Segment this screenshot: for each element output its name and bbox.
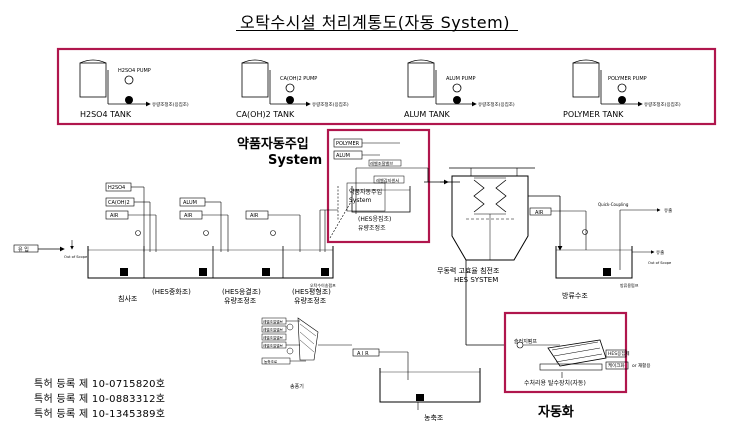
patent-1: 특허 등록 제 10-0715820호 bbox=[34, 379, 166, 390]
patent-2: 특허 등록 제 10-0883312호 bbox=[34, 394, 166, 405]
dewater-label: 수처리용 탈수장치(자동) bbox=[524, 379, 586, 387]
clarifier: 무동력 고효율 침전조 HES SYSTEM bbox=[437, 167, 563, 345]
transfer-pump-label: 오탁수이송펌프 bbox=[310, 282, 336, 288]
chemical-tanks-frame bbox=[56, 47, 717, 126]
tank-name-1: H2SO4 TANK bbox=[80, 110, 132, 119]
tank-name-2: CA(OH)2 TANK bbox=[236, 110, 295, 119]
dewatering-unit: 슬러지펌프 HES응집제 케이크화 or 재활용 수처리용 탈수장치(자동) bbox=[514, 338, 650, 387]
tank-group-polymer: POLYMER PUMP 유량조정조(응집조) POLYMER TANK bbox=[563, 59, 681, 119]
discharge-tank: AIR 방류수조 방류용펌프 Quick-Coupling 유출 유출 Out … bbox=[529, 202, 672, 300]
thickener-label: 농축조 bbox=[424, 413, 444, 422]
blower-label: 송풍기 bbox=[290, 383, 304, 390]
tank-3-label-b: 유량조정조 bbox=[224, 296, 257, 305]
dosing-heading-2: System bbox=[268, 153, 322, 168]
tank-3-label-a: (HES응결조) bbox=[222, 287, 261, 296]
dosing-frame bbox=[326, 128, 431, 244]
feed-alum: ALUM bbox=[183, 200, 197, 206]
tank-4-label-a: (HES평형조) bbox=[292, 287, 331, 296]
sludge-section: A I R 농축조 bbox=[352, 344, 506, 422]
discharge-label: 방류수조 bbox=[562, 291, 588, 300]
thickener-air: A I R bbox=[357, 351, 369, 357]
dosing-heading-1: 약품자동주입 bbox=[237, 136, 309, 152]
valve-box-4: 레벨조절밸브 bbox=[263, 343, 284, 348]
patent-list: 특허 등록 제 10-0715820호 특허 등록 제 10-0883312호 … bbox=[34, 377, 165, 422]
out-of-scope-1: Out of Scope bbox=[64, 255, 88, 259]
cake-label-1: 케이크화 bbox=[608, 362, 625, 369]
line-label-3: 유량조정조(응집조) bbox=[478, 101, 515, 108]
tank-name-4: POLYMER TANK bbox=[563, 110, 624, 119]
dosing-box-mid: 레벨감지센서 bbox=[376, 177, 399, 184]
pump-label-1: H2SO4 PUMP bbox=[118, 68, 151, 74]
automation-label: 자동화 bbox=[538, 404, 574, 420]
pump-label-2: CA(OH)2 PUMP bbox=[280, 76, 317, 82]
blower-schematic: 레벨조절밸브 레벨조절밸브 레벨조절밸브 레벨조절밸브 농축조로 송풍기 bbox=[261, 317, 352, 390]
page-title: 오탁수시설 처리계통도(자동 System) bbox=[240, 13, 510, 32]
dosing-system: POLYMER ALUM 레벨조절밸브 레벨감지센서 약품자동주입 System… bbox=[333, 138, 449, 232]
dosing-alum: ALUM bbox=[336, 153, 350, 159]
line-label-1: 유량조정조(응집조) bbox=[152, 101, 189, 108]
line-label-2: 유량조정조(응집조) bbox=[312, 101, 349, 108]
dosing-tank-label-1: (HES응집조) bbox=[358, 216, 391, 223]
pump-label-3: ALUM PUMP bbox=[446, 76, 476, 82]
outflow-label-1: 유출 bbox=[664, 207, 672, 214]
dosing-tank-label-2: 유량조정조 bbox=[358, 225, 386, 232]
feed-caoh2: CA(OH)2 bbox=[108, 200, 130, 206]
tank-name-3: ALUM TANK bbox=[404, 110, 451, 119]
to-thickener: 농축조로 bbox=[264, 359, 278, 364]
valve-box-3: 레벨조절밸브 bbox=[263, 335, 284, 340]
inflow-label: 유 입 bbox=[18, 246, 29, 253]
dosing-polymer: POLYMER bbox=[336, 141, 360, 147]
feed-air-2: AIR bbox=[184, 213, 193, 219]
discharge-air: AIR bbox=[535, 210, 544, 216]
tank-group-alum: ALUM PUMP 유량조정조(응집조) ALUM TANK bbox=[404, 59, 515, 119]
valve-box-1: 레벨조절밸브 bbox=[263, 319, 284, 324]
feed-air-1: AIR bbox=[110, 213, 119, 219]
out-of-scope-2: Out of Scope bbox=[648, 261, 672, 265]
clarifier-label-1: 무동력 고효율 침전조 bbox=[437, 266, 500, 275]
clarifier-label-2: HES SYSTEM bbox=[454, 276, 498, 284]
feed-h2so4: H2SO4 bbox=[108, 185, 125, 191]
hes-label: HES응집제 bbox=[608, 350, 630, 357]
feed-air-3: AIR bbox=[250, 213, 259, 219]
dosing-box-top: 레벨조절밸브 bbox=[370, 160, 393, 167]
dosing-inner-1: 약품자동주입 bbox=[349, 188, 382, 196]
main-process: 유 입 Out of Scope 침사조 (HES중화조) (HES응결조) 유… bbox=[13, 199, 353, 305]
cake-label-2: or 재활용 bbox=[632, 362, 650, 369]
pump-label-4: POLYMER PUMP bbox=[608, 76, 647, 82]
quick-coupling-label: Quick-Coupling bbox=[598, 202, 629, 207]
valve-box-2: 레벨조절밸브 bbox=[263, 327, 284, 332]
outflow-label-2: 유출 bbox=[656, 249, 664, 256]
tank-group-h2so4: H2SO4 PUMP 유량조정조(응집조) H2SO4 TANK bbox=[79, 59, 189, 119]
line-label-4: 유량조정조(응집조) bbox=[644, 101, 681, 108]
tank-4-label-b: 유량조정조 bbox=[294, 296, 327, 305]
tank-group-caoh2: CA(OH)2 PUMP 유량조정조(응집조) CA(OH)2 TANK bbox=[236, 59, 349, 119]
patent-3: 특허 등록 제 10-1345389호 bbox=[34, 409, 166, 420]
tank-1-label: 침사조 bbox=[118, 294, 138, 303]
sludge-pump-label: 슬러지펌프 bbox=[514, 338, 537, 345]
discharge-pump-label: 방류용펌프 bbox=[620, 282, 639, 288]
tank-2-label: (HES중화조) bbox=[152, 288, 191, 296]
chemical-feeds: H2SO4 CA(OH)2 AIR ALUM AIR AIR bbox=[105, 182, 301, 252]
dosing-inner-2: System bbox=[349, 197, 372, 204]
title-underline bbox=[236, 30, 518, 31]
